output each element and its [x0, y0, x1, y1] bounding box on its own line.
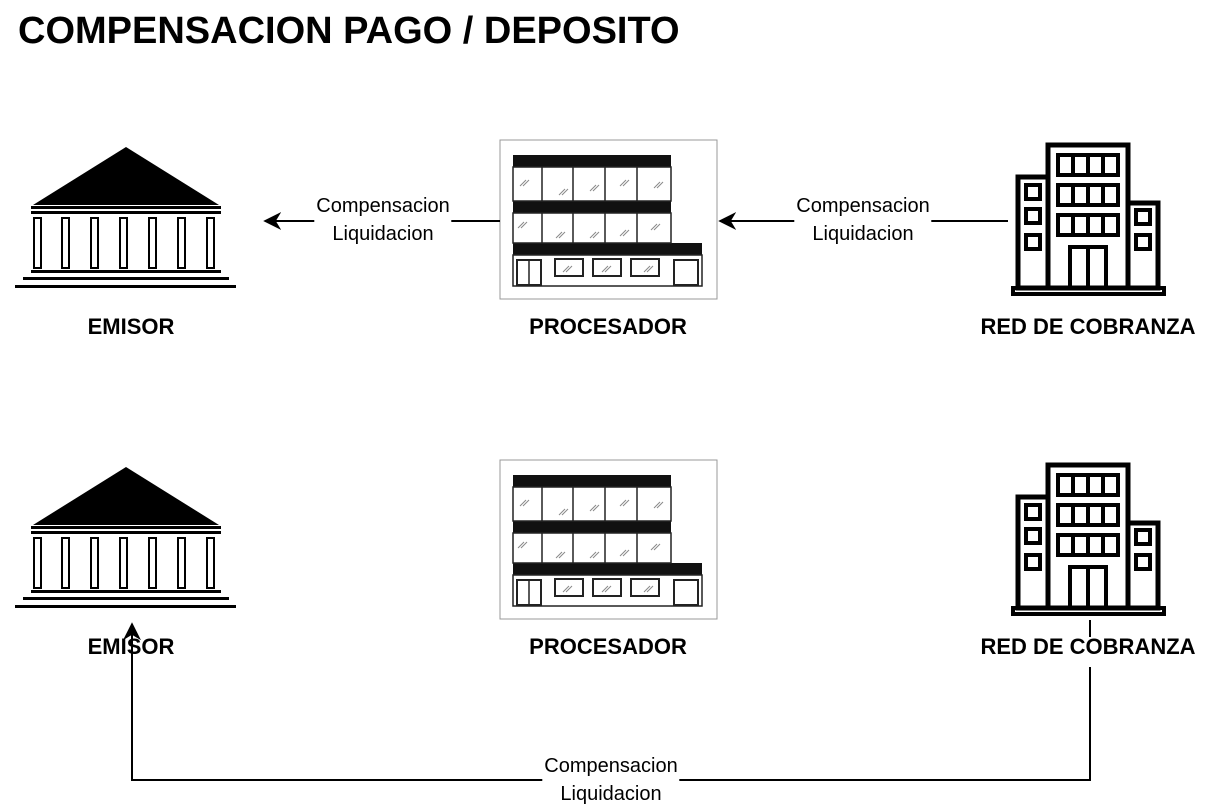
bank-icon [14, 146, 237, 289]
edge-label-line: Compensacion [796, 195, 930, 217]
building-icon [1013, 145, 1164, 294]
edge-label: Compensacion Liquidacion [794, 192, 932, 248]
office-building-photo-icon [499, 139, 718, 300]
edge-label-line: Liquidacion [332, 223, 434, 245]
node-label-procesador: PROCESADOR [527, 634, 689, 660]
node-label-red-de-cobranza: RED DE COBRANZA [978, 314, 1198, 340]
edge-label-line: Liquidacion [812, 223, 914, 245]
node-label-red-de-cobranza: RED DE COBRANZA [980, 634, 1196, 659]
edge-label: Compensacion Liquidacion [314, 192, 452, 248]
edge-label-line: Compensacion [316, 195, 450, 217]
page-title: COMPENSACION PAGO / DEPOSITO [18, 10, 680, 52]
node-label-emisor: EMISOR [85, 314, 177, 340]
building-icon [1013, 465, 1164, 614]
office-building-photo-icon [499, 459, 718, 620]
edge-label: Compensacion Liquidacion [542, 752, 680, 808]
node-label-procesador: PROCESADOR [527, 314, 689, 340]
node-label-emisor: EMISOR [87, 634, 175, 659]
edge-label-line: Compensacion [544, 755, 678, 777]
edge-label-line: Liquidacion [560, 783, 662, 805]
bank-icon [14, 466, 237, 609]
